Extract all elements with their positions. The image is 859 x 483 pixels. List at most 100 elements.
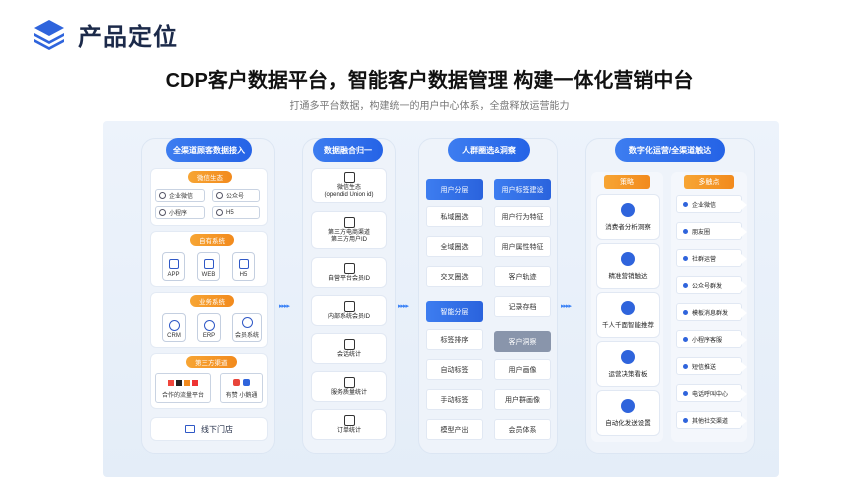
page-title: 产品定位 [78,23,178,51]
cell: 会员体系 [494,419,551,440]
target-icon [621,252,635,266]
cell: 用户属性特征 [494,236,551,257]
touch-label: 多触点 [684,175,734,189]
cell: 手动标签 [426,389,483,410]
fuse-session: 会话统计 [311,333,387,364]
fuse-self-platform: 自营平台会员ID [311,257,387,288]
tag-label-build: 用户标签建设 [494,179,551,200]
browser-icon [203,259,214,269]
trend-icon [343,338,355,350]
bullet-icon [683,255,688,261]
tag-smart-layer: 智能分层 [426,301,483,322]
layers-icon [34,20,64,50]
own-label: 自有系统 [190,234,234,246]
touch-item: 短信推送 [676,357,747,375]
page-header: 产品定位 [32,16,178,52]
tile-app: APP [162,252,185,281]
strategy-item: 消费者分析洞察 [596,194,660,240]
link-icon [343,216,355,228]
cell: 模型产出 [426,419,483,440]
platform-logos-icon [168,380,198,386]
html5-icon [238,259,249,269]
chip-youzan: 有赞 小鹅通 [220,373,263,403]
strategy-label: 策略 [604,175,650,189]
tile-web: WEB [197,252,220,281]
crm-icon [168,320,180,331]
subline: 打通多平台数据，构建统一的用户中心体系，全盘释放运营能力 [289,101,570,112]
erp-icon [203,320,215,331]
bullet-icon [683,390,688,396]
h5-icon [216,209,223,216]
strategy-item: 自动化发送设置 [596,390,660,436]
send-icon [621,399,635,413]
cell: 用户画像 [494,359,551,380]
wechat-icon [343,172,355,183]
store-icon [185,425,195,433]
building-icon [343,262,355,274]
chip-qywx: 企业微信 [155,189,205,202]
bullet-icon [683,282,688,288]
tile-member: 会员系统 [232,313,262,342]
flow-arrow: ▸▸▸▸ [561,303,572,310]
touch-item: 公众号群发 [676,276,747,294]
fuse-service: 服务质量统计 [311,371,387,402]
flow-arrow: ▸▸▸▸ [398,303,409,310]
chip-xcx: 小程序 [155,206,205,219]
tag-user-layer: 用户分层 [426,179,483,200]
bullet-icon [683,363,688,369]
wechat-label: 微信生态 [188,171,232,183]
touch-item: 电话呼叫中心 [676,384,747,402]
column-title: 全渠道顾客数据接入 [166,138,252,162]
column-title: 数据融合归一 [313,138,383,162]
bullet-icon [683,228,688,234]
cell: 记录存档 [494,296,551,317]
service-icon [343,376,355,388]
youzan-logos-icon [233,379,250,386]
column-title: 人群圈选&洞察 [448,138,530,162]
touch-item: 社群运营 [676,249,747,267]
fuse-orders: 订单统计 [311,409,387,440]
cell: 客户轨迹 [494,266,551,287]
phone-icon [168,259,179,269]
flow-arrow: ▸▸▸▸ [279,303,290,310]
wecom-icon [159,192,166,199]
touch-item: 朋友圈 [676,222,747,240]
tile-h5: H5 [232,252,255,281]
official-account-icon [216,192,223,199]
touch-item: 模板消息群发 [676,303,747,321]
cell: 自动标签 [426,359,483,380]
cell: 全域圈选 [426,236,483,257]
third-label: 第三方渠道 [186,356,237,368]
chip-h5: H5 [212,206,260,219]
fuse-internal: 内部系统会员ID [311,295,387,326]
cell: 交叉圈选 [426,266,483,287]
touch-item: 企业微信 [676,195,747,213]
tile-crm: CRM [162,313,186,342]
bullet-icon [683,417,688,423]
touch-item: 小程序客服 [676,330,747,348]
bullet-icon [683,201,688,207]
strategy-item: 千人千面智能推荐 [596,292,660,338]
cell: 标签排序 [426,329,483,350]
bullet-icon [683,336,688,342]
strategy-item: 运营决策看板 [596,341,660,387]
cell: 用户行为特征 [494,206,551,227]
cell: 用户群画像 [494,389,551,410]
bullet-icon [683,309,688,315]
thumbs-up-icon [621,301,635,315]
fuse-wechat: 微信生态 (opendid Union id) [311,168,387,203]
receipt-icon [343,414,355,426]
fuse-third-party: 第三方电商渠道 第三方用户ID [311,211,387,249]
id-card-icon [343,300,355,312]
member-icon [241,317,253,328]
touch-item: 其他社交渠道 [676,411,747,429]
dashboard-icon [621,350,635,364]
cell: 私域圈选 [426,206,483,227]
tile-erp: ERP [197,313,221,342]
strategy-item: 精准营销触达 [596,243,660,289]
mini-program-icon [159,209,166,216]
user-icon [621,203,635,217]
chip-traffic-platform: 合作的流量平台 [155,373,211,403]
biz-label: 业务系统 [190,295,234,307]
offline-store: 线下门店 [150,417,268,441]
